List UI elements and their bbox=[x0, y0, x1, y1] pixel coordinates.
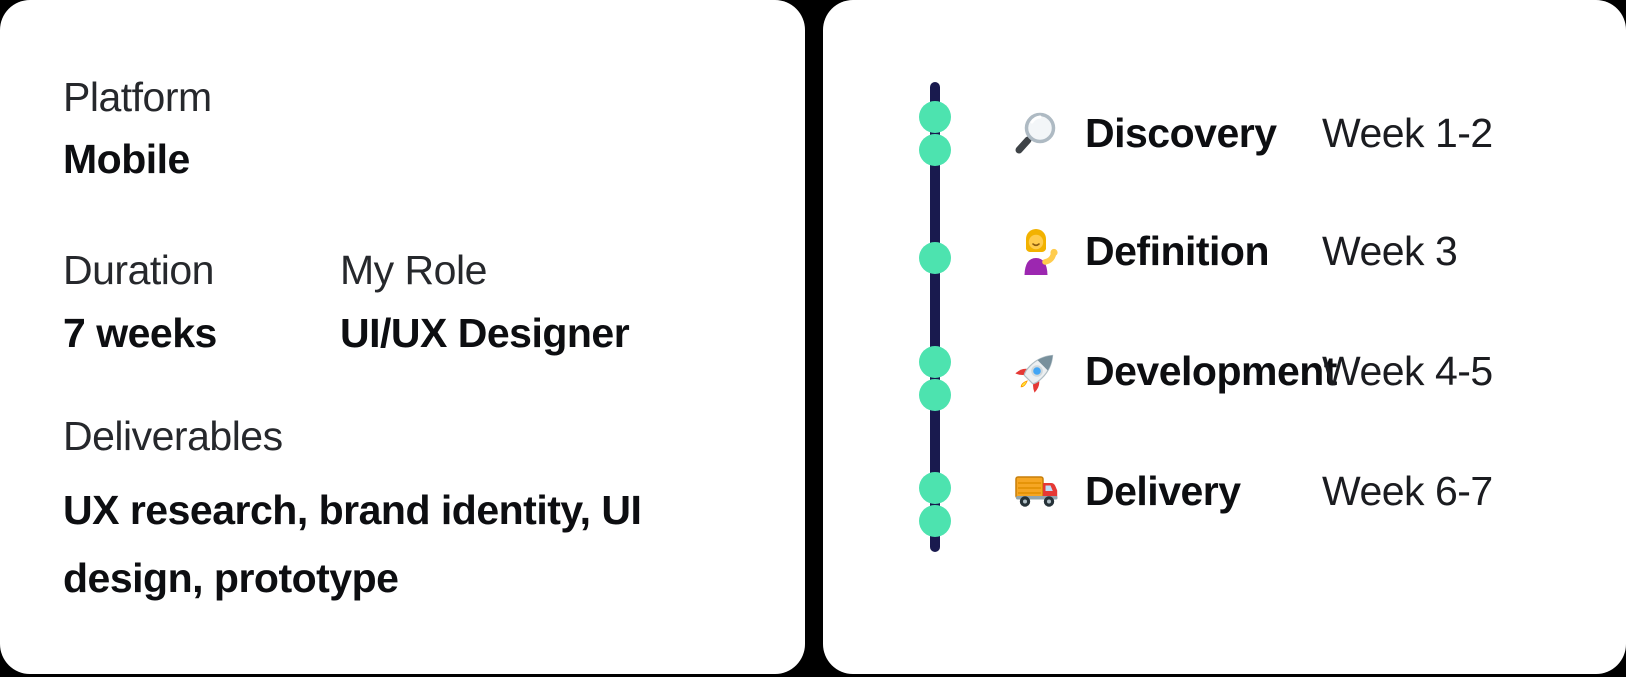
rocket-icon bbox=[1013, 347, 1061, 395]
project-info-card: Platform Mobile Duration 7 weeks My Role… bbox=[0, 0, 805, 674]
phase-row-delivery: Delivery Week 6-7 bbox=[823, 457, 1626, 525]
timeline-line bbox=[930, 82, 940, 552]
dot-cluster-development bbox=[919, 346, 951, 411]
delivery-truck-icon bbox=[1013, 467, 1061, 515]
deliverables-value-line2: design, prototype bbox=[63, 555, 399, 601]
role-value: UI/UX Designer bbox=[340, 310, 630, 356]
duration-value: 7 weeks bbox=[63, 310, 217, 356]
role-label: My Role bbox=[340, 247, 487, 293]
deliverables-value-line1: UX research, brand identity, UI bbox=[63, 487, 642, 533]
timeline-dot bbox=[919, 134, 951, 166]
dot-cluster-delivery bbox=[919, 472, 951, 537]
dot-cluster-discovery bbox=[919, 101, 951, 166]
timeline-dot bbox=[919, 379, 951, 411]
timeline-dot bbox=[919, 242, 951, 274]
timeline-card: Discovery Week 1-2 Definition Week 3 bbox=[823, 0, 1626, 674]
duration-label: Duration bbox=[63, 247, 214, 293]
woman-tipping-hand-icon bbox=[1013, 227, 1061, 275]
deliverables-value: UX research, brand identity, UI design, … bbox=[63, 476, 703, 612]
timeline-dot bbox=[919, 101, 951, 133]
phase-weeks: Week 1-2 bbox=[1322, 110, 1493, 156]
platform-value: Mobile bbox=[63, 136, 190, 182]
magnifying-glass-icon bbox=[1013, 109, 1061, 157]
phase-label: Development bbox=[1085, 348, 1337, 394]
phase-label: Discovery bbox=[1085, 110, 1277, 156]
phase-weeks: Week 4-5 bbox=[1322, 348, 1493, 394]
dot-cluster-definition bbox=[919, 242, 951, 274]
phase-label: Delivery bbox=[1085, 468, 1241, 514]
deliverables-label: Deliverables bbox=[63, 413, 283, 459]
phase-row-development: Development Week 4-5 bbox=[823, 337, 1626, 405]
phase-weeks: Week 6-7 bbox=[1322, 468, 1493, 514]
platform-label: Platform bbox=[63, 74, 212, 120]
phase-label: Definition bbox=[1085, 228, 1270, 274]
timeline-dot bbox=[919, 505, 951, 537]
phase-weeks: Week 3 bbox=[1322, 228, 1458, 274]
phase-row-definition: Definition Week 3 bbox=[823, 217, 1626, 285]
phase-row-discovery: Discovery Week 1-2 bbox=[823, 99, 1626, 167]
timeline-dot bbox=[919, 472, 951, 504]
timeline-dot bbox=[919, 346, 951, 378]
